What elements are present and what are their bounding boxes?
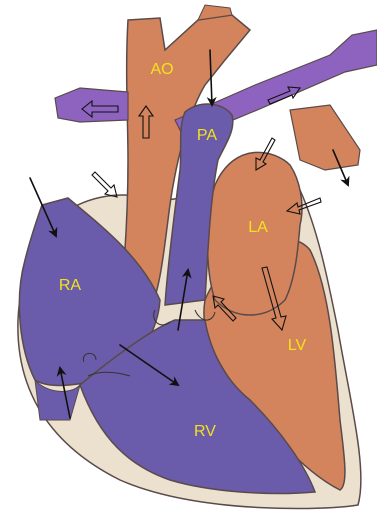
label-lv: LV bbox=[288, 337, 307, 354]
pulmonary-vein bbox=[290, 105, 360, 170]
label-la: LA bbox=[248, 219, 268, 236]
label-ao: AO bbox=[150, 61, 173, 78]
label-rv: RV bbox=[194, 423, 216, 440]
open-arrow-ductus bbox=[92, 172, 117, 197]
label-pa: PA bbox=[197, 127, 217, 144]
label-ra: RA bbox=[59, 277, 82, 294]
